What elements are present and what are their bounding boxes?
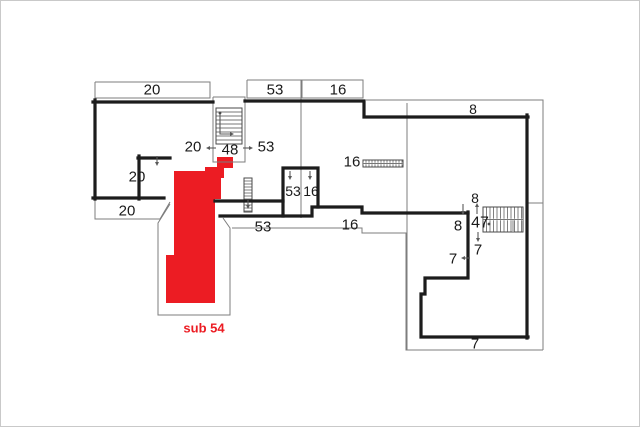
room-label-7: 7 xyxy=(449,251,457,268)
room-label-20: 20 xyxy=(185,139,202,156)
room-label-53: 53 xyxy=(255,219,272,236)
highlighted-parcel-sub-54[interactable] xyxy=(166,157,233,303)
room-label-20: 20 xyxy=(119,203,136,220)
wall-segment xyxy=(218,205,470,218)
parcel-outline xyxy=(232,227,543,351)
room-label-16: 16 xyxy=(342,217,359,234)
direction-arrow-head xyxy=(476,238,480,242)
direction-arrow-shaft xyxy=(219,113,230,135)
direction-arrow-head xyxy=(206,146,210,150)
room-label-7: 7 xyxy=(474,242,482,259)
parcel-outline xyxy=(212,96,246,163)
room-label-8: 8 xyxy=(454,218,462,235)
room-label-53: 53 xyxy=(258,139,275,156)
direction-arrow-head xyxy=(461,211,465,215)
direction-arrow-head xyxy=(155,162,159,166)
parcel-outline xyxy=(157,203,231,316)
reference-dot xyxy=(487,222,491,226)
room-label-53: 53 xyxy=(285,183,301,199)
direction-arrow-head xyxy=(288,176,292,180)
reference-dot xyxy=(218,111,222,115)
direction-arrow-head xyxy=(461,256,465,260)
main-staircase-treads xyxy=(215,107,243,145)
room-label-47: 47 xyxy=(471,215,489,232)
direction-arrow-head xyxy=(246,205,250,209)
room-label-16: 16 xyxy=(344,154,361,171)
wall-segment xyxy=(419,210,530,339)
parcel-outline xyxy=(366,99,544,350)
room-label-8: 8 xyxy=(471,190,479,206)
sub-54-label: sub 54 xyxy=(183,321,225,336)
room-label-20: 20 xyxy=(144,82,161,99)
parcel-outline xyxy=(94,200,171,220)
room-label-20: 20 xyxy=(129,169,146,186)
room-label-16: 16 xyxy=(303,183,319,199)
room-label-16: 16 xyxy=(330,82,347,99)
wall-segment xyxy=(243,99,530,119)
ladder-treads xyxy=(243,177,253,213)
direction-arrow-head xyxy=(475,203,479,207)
parcel-outline xyxy=(94,81,211,99)
direction-arrow-head xyxy=(249,146,253,150)
direction-arrow-head xyxy=(308,176,312,180)
parcel-outline xyxy=(302,79,364,99)
room-label-48: 48 xyxy=(222,142,239,159)
wall-segment xyxy=(281,166,320,218)
room-label-8: 8 xyxy=(469,101,477,117)
direction-arrow-head xyxy=(230,132,234,136)
room-label-7: 7 xyxy=(471,336,479,353)
room-label-53: 53 xyxy=(267,82,284,99)
